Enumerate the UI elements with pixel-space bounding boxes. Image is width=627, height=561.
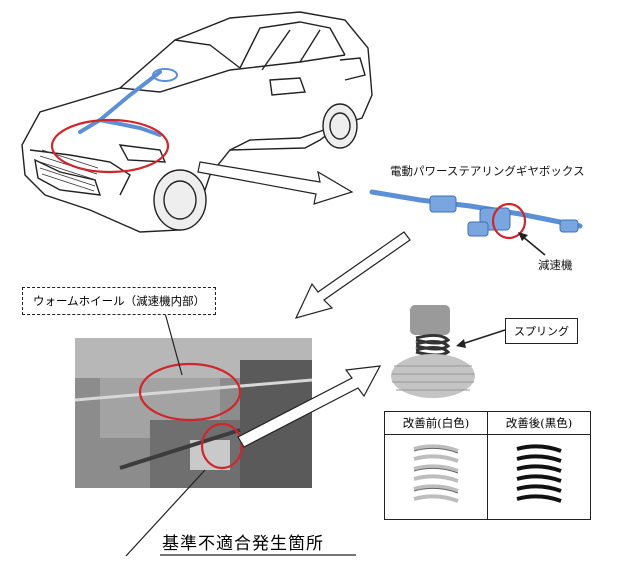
before-header: 改善前(白色) bbox=[384, 411, 488, 435]
worm-wheel-label: ウォームホイール（減速機内部） bbox=[22, 287, 217, 315]
spring-label: スプリング bbox=[505, 318, 578, 344]
spring-comparison-table: 改善前(白色) 改善後(黒色) bbox=[384, 411, 591, 520]
gearbox-label: 電動パワーステアリングギヤボックス bbox=[390, 164, 585, 178]
black-spring-image bbox=[487, 434, 591, 520]
after-header: 改善後(黒色) bbox=[487, 411, 591, 435]
white-spring-image bbox=[384, 434, 488, 520]
reducer-label: 減速機 bbox=[538, 258, 573, 272]
nonconformity-label: 基準不適合発生箇所 bbox=[162, 534, 324, 554]
